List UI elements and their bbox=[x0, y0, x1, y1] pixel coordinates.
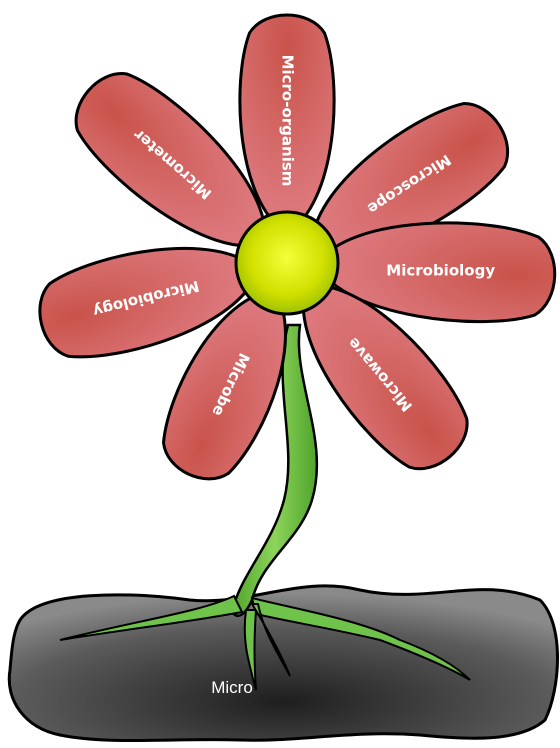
petal-label: Microbiology bbox=[386, 262, 495, 280]
flower-center bbox=[236, 212, 338, 314]
petal-label: Micro-organism bbox=[279, 55, 297, 187]
root-word-label: Micro bbox=[211, 678, 253, 697]
